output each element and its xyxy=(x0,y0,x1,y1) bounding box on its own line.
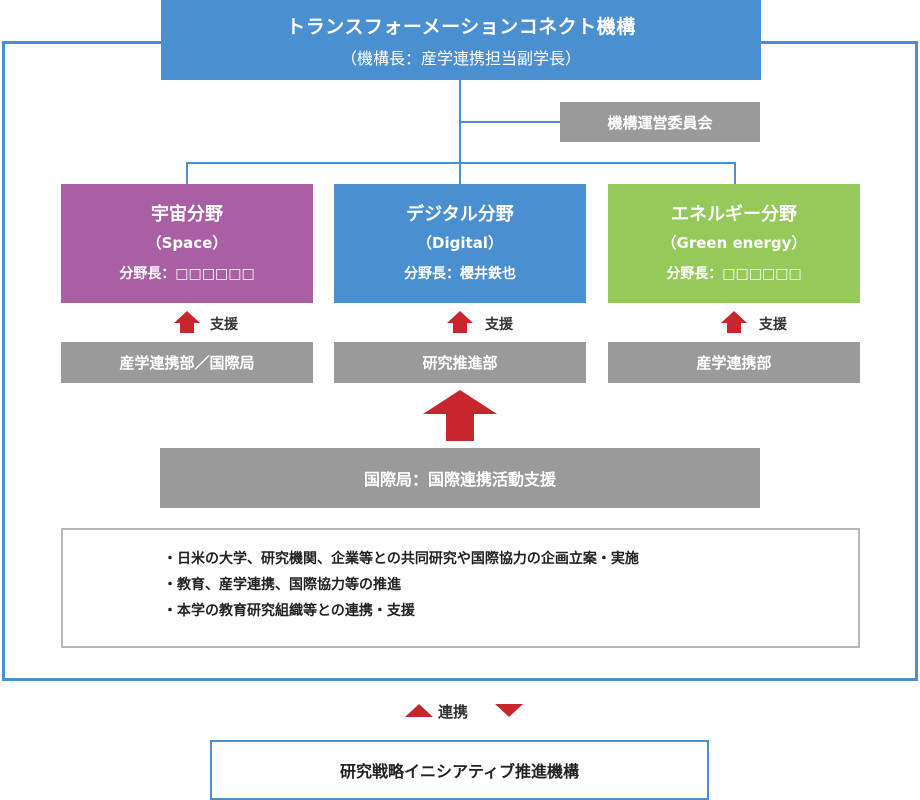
field-green-title: エネルギー分野 xyxy=(671,204,797,225)
support-label-green: 支援 xyxy=(759,317,787,333)
connector-green xyxy=(734,162,736,184)
activities-box: ・日米の大学、研究機関、企業等との共同研究や国際協力の企画立案・実施 ・教育、産… xyxy=(61,528,860,648)
activity-item: ・日米の大学、研究機関、企業等との共同研究や国際協力の企画立案・実施 xyxy=(163,551,639,567)
organization-header: トランスフォーメーションコネクト機構 （機構長：産学連携担当副学長） xyxy=(161,0,761,80)
field-digital-title: デジタル分野 xyxy=(406,204,514,225)
link-up-arrow-icon xyxy=(405,704,433,717)
support-arrow-digital-stem xyxy=(453,322,467,333)
department-space: 産学連携部／国際局 xyxy=(61,342,313,383)
field-space: 宇宙分野 （Space） 分野長：□□□□□□ xyxy=(61,184,313,303)
field-digital-leader: 分野長：櫻井鉄也 xyxy=(404,266,516,282)
field-space-subtitle: （Space） xyxy=(146,234,228,252)
support-arrow-space-icon xyxy=(174,311,200,323)
field-green-leader: 分野長：□□□□□□ xyxy=(666,266,802,282)
international-bureau-box: 国際局：国際連携活動支援 xyxy=(160,448,760,508)
organization-title: トランスフォーメーションコネクト機構 xyxy=(286,16,636,38)
field-green-energy: エネルギー分野 （Green energy） 分野長：□□□□□□ xyxy=(608,184,860,303)
support-label-space: 支援 xyxy=(210,317,238,333)
department-digital: 研究推進部 xyxy=(334,342,586,383)
committee-box: 機構運営委員会 xyxy=(560,102,760,142)
field-digital-subtitle: （Digital） xyxy=(417,234,503,252)
big-up-arrow-stem xyxy=(446,413,474,441)
department-green: 産学連携部 xyxy=(608,342,860,383)
field-green-subtitle: （Green energy） xyxy=(661,234,807,252)
support-arrow-digital-icon xyxy=(447,311,473,323)
organization-subtitle: （機構長：産学連携担当副学長） xyxy=(340,49,581,68)
support-arrow-green-icon xyxy=(721,311,747,323)
connector-horizontal xyxy=(186,162,736,164)
connector-committee xyxy=(460,121,560,123)
link-down-arrow-icon xyxy=(495,704,523,717)
activity-item: ・教育、産学連携、国際協力等の推進 xyxy=(163,577,401,593)
field-space-leader: 分野長：□□□□□□ xyxy=(119,266,255,282)
support-arrow-space-stem xyxy=(180,322,194,333)
support-arrow-green-stem xyxy=(727,322,741,333)
activity-item: ・本学の教育研究組織等との連携・支援 xyxy=(163,603,415,619)
link-label: 連携 xyxy=(438,703,469,721)
partner-organization-box: 研究戦略イニシアティブ推進機構 xyxy=(210,740,709,800)
big-up-arrow-icon xyxy=(423,390,497,414)
connector-digital xyxy=(459,162,461,184)
field-digital: デジタル分野 （Digital） 分野長：櫻井鉄也 xyxy=(334,184,586,303)
connector-space xyxy=(186,162,188,184)
field-space-title: 宇宙分野 xyxy=(151,204,223,225)
support-label-digital: 支援 xyxy=(485,317,513,333)
